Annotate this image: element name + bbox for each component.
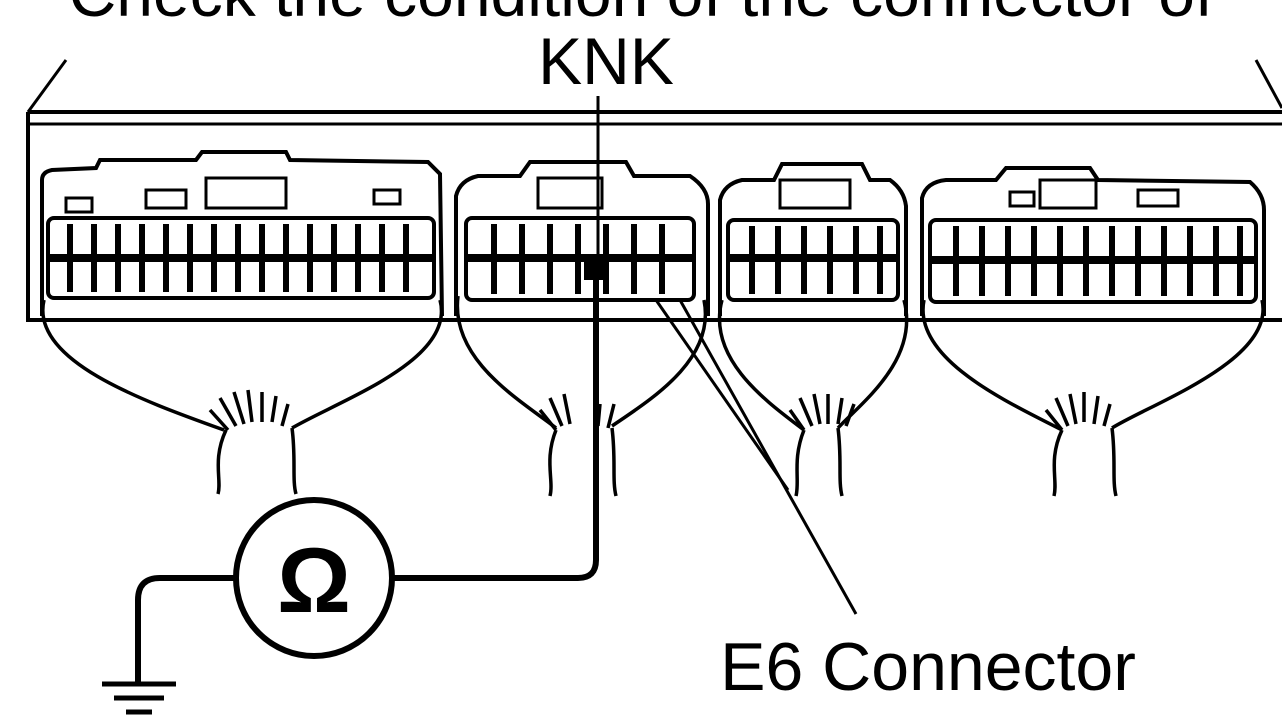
wire-harness-d	[921, 299, 1265, 497]
ohmmeter-icon: Ω	[233, 497, 395, 659]
top-caption: Check the condition of the connector of	[69, 0, 1214, 30]
knk-label: KNK	[538, 24, 674, 98]
probe-tip	[584, 262, 604, 280]
probe-wire	[392, 268, 599, 581]
connector-e6	[454, 160, 710, 316]
e6-leader-lines	[654, 299, 858, 615]
ohmmeter-symbol: Ω	[277, 530, 351, 632]
ground-icon	[102, 681, 176, 715]
ecu-housing	[26, 59, 1282, 322]
connector-d	[920, 166, 1266, 316]
connector-a	[40, 150, 444, 317]
wire-harness-e6	[455, 295, 708, 497]
e6-connector-label: E6 Connector	[720, 629, 1136, 705]
ground-wire	[135, 575, 236, 682]
wire-harness-c	[717, 299, 909, 497]
wire-harness-a	[41, 299, 444, 495]
connector-c	[718, 162, 908, 316]
